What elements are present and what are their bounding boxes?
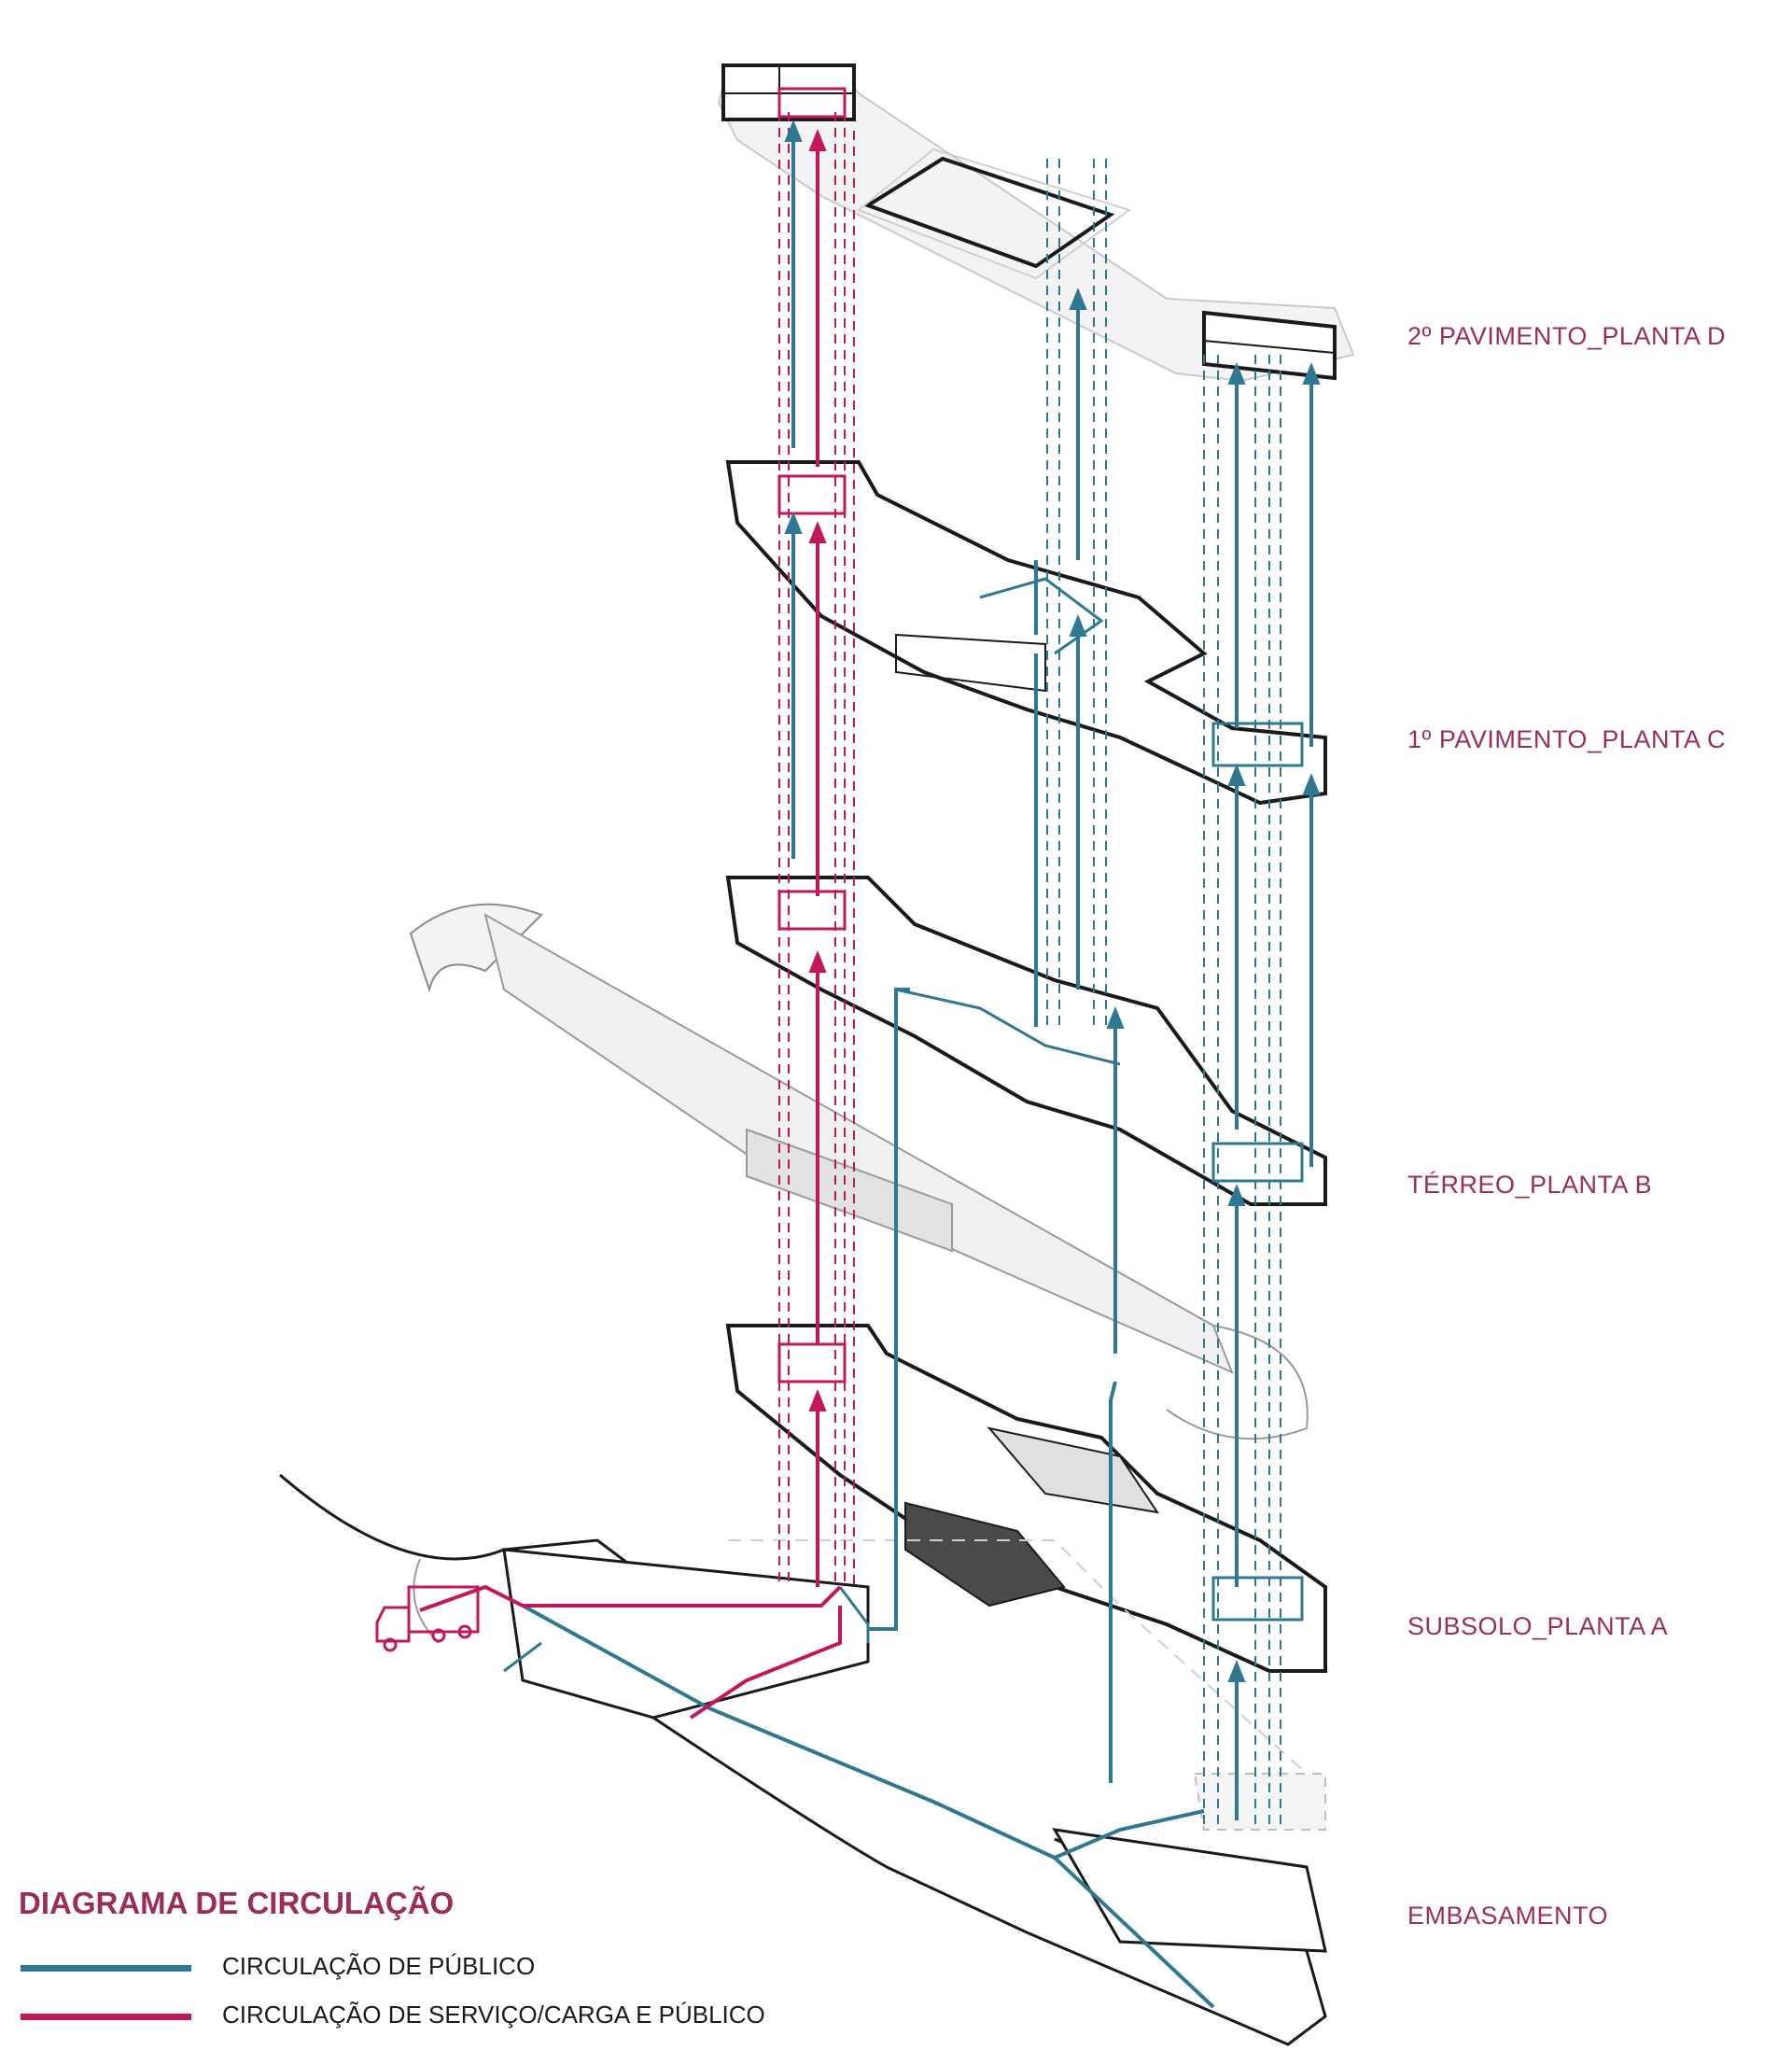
plan-b-floor (409, 876, 1327, 1440)
legend-item-public: CIRCULAÇÃO DE PÚBLICO (19, 1949, 859, 1987)
legend-label-service: CIRCULAÇÃO DE SERVIÇO/CARGA E PÚBLICO (222, 2001, 765, 2029)
legend: DIAGRAMA DE CIRCULAÇÃO CIRCULAÇÃO DE PÚB… (19, 1886, 859, 2054)
legend-swatch-service (21, 2014, 191, 2020)
plan-a-floor (725, 1324, 1327, 1673)
service-shaft-dashed-lines (778, 112, 855, 1587)
level-label-embasamento: EMBASAMENTO (1407, 1902, 1609, 1930)
embasamento-floor (279, 1473, 1327, 2046)
legend-swatch-public (21, 1965, 191, 1972)
legend-title: DIAGRAMA DE CIRCULAÇÃO (19, 1886, 455, 1920)
legend-label-public: CIRCULAÇÃO DE PÚBLICO (222, 1952, 536, 1980)
level-label-basement: SUBSOLO_PLANTA A (1407, 1612, 1669, 1640)
plan-d-floor (717, 63, 1355, 383)
level-label-ground-floor: TÉRREO_PLANTA B (1407, 1171, 1653, 1199)
truck-icon (375, 1585, 480, 1652)
public-shaft-dashed-lines (1046, 159, 1281, 1830)
level-label-2nd-floor: 2º PAVIMENTO_PLANTA D (1407, 322, 1726, 350)
level-label-1st-floor: 1º PAVIMENTO_PLANTA C (1407, 725, 1726, 753)
public-vertical-routes (784, 119, 1321, 1820)
legend-item-service: CIRCULAÇÃO DE SERVIÇO/CARGA E PÚBLICO (19, 1998, 859, 2035)
plan-c-floor (725, 460, 1327, 806)
